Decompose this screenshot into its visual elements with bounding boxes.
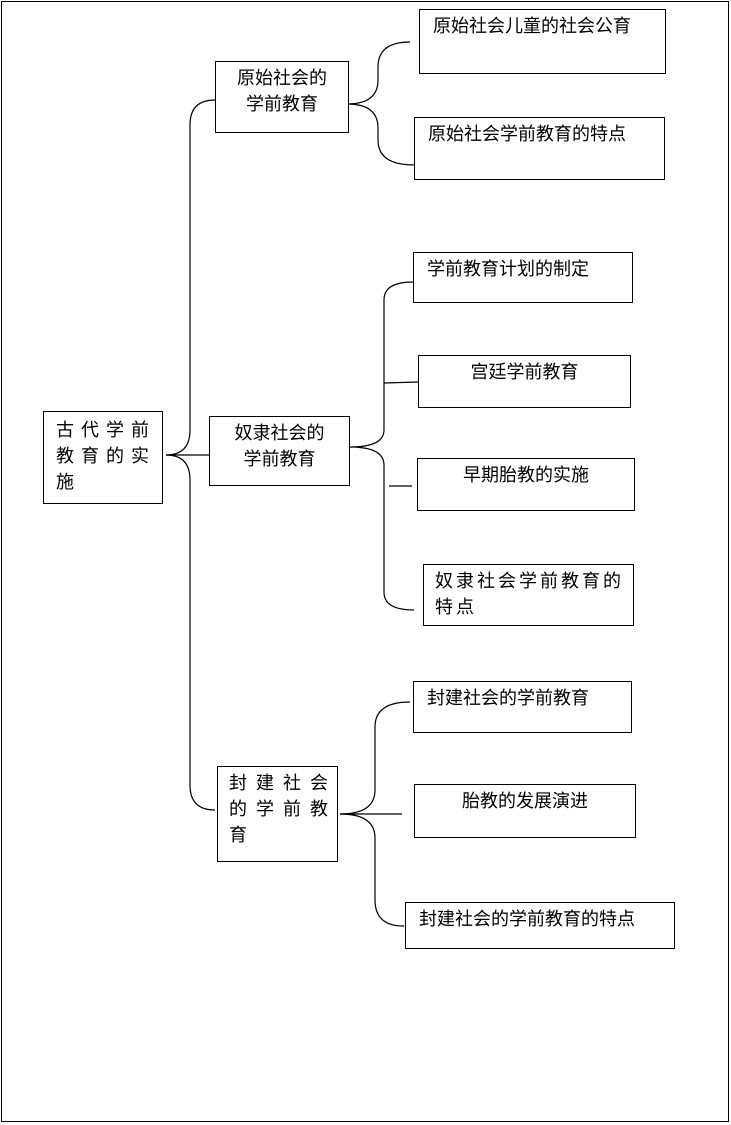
leaf-node: 学前教育计划的制定 (413, 252, 633, 303)
branch-node-label: 封建社会 的学前教 育 (229, 773, 337, 846)
leaf-node: 奴隶社会学前教育的 特点 (423, 564, 634, 626)
leaf-node-label: 学前教育计划的制定 (427, 259, 589, 280)
leaf-node-label: 原始社会儿童的社会公育 (433, 16, 631, 37)
leaf-node: 封建社会的学前教育 (413, 681, 632, 733)
leaf-node: 原始社会学前教育的特点 (414, 117, 665, 180)
branch-node-label: 原始社会的 学前教育 (237, 68, 327, 115)
branch-node-primitive: 原始社会的 学前教育 (215, 61, 349, 133)
leaf-node-label: 宫廷学前教育 (470, 362, 579, 383)
leaf-node-label: 封建社会的学前教育的特点 (419, 909, 635, 930)
leaf-node: 封建社会的学前教育的特点 (405, 902, 675, 949)
branch-node-label: 奴隶社会的 学前教育 (234, 423, 325, 470)
leaf-node-label: 原始社会学前教育的特点 (428, 124, 626, 145)
root-node: 古代学前 教育的实 施 (43, 411, 163, 504)
leaf-node-label: 早期胎教的实施 (463, 465, 589, 486)
leaf-node-label: 胎教的发展演进 (462, 791, 588, 812)
branch1-brace (346, 41, 415, 166)
leaf-node-label: 奴隶社会学前教育的 特点 (435, 571, 624, 618)
leaf-node: 宫廷学前教育 (418, 355, 631, 408)
leaf-node: 早期胎教的实施 (417, 458, 635, 511)
branch2-to-leaf2 (383, 381, 419, 384)
branch-node-feudal: 封建社会 的学前教 育 (217, 766, 338, 862)
branch-node-slave: 奴隶社会的 学前教育 (209, 416, 350, 486)
root-node-label: 古代学前 教育的实 施 (56, 420, 156, 493)
branch2-brace (349, 281, 415, 611)
leaf-node: 原始社会儿童的社会公育 (419, 9, 666, 74)
leaf-node: 胎教的发展演进 (414, 784, 636, 838)
leaf-node-label: 封建社会的学前教育 (427, 688, 589, 709)
